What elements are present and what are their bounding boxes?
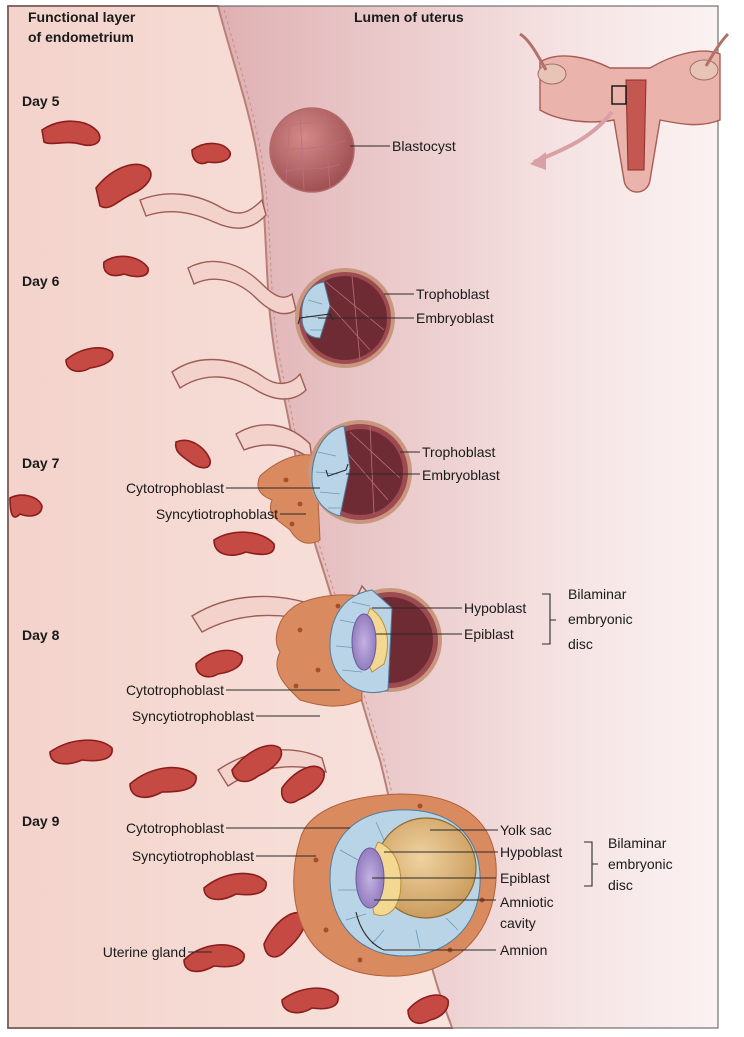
day-label-5: Day 5 bbox=[22, 93, 60, 109]
day-label-7: Day 7 bbox=[22, 455, 60, 471]
label-d8-epiblast: Epiblast bbox=[464, 626, 514, 642]
label-d9-hypoblast: Hypoblast bbox=[500, 844, 562, 860]
label-d7-cytotrophoblast: Cytotrophoblast bbox=[126, 480, 224, 496]
label-d9-epiblast: Epiblast bbox=[500, 870, 550, 886]
svg-text:Bilaminar: Bilaminar bbox=[608, 835, 667, 851]
label-d8-syncytiotrophoblast: Syncytiotrophoblast bbox=[132, 708, 254, 724]
svg-text:disc: disc bbox=[568, 636, 593, 652]
svg-text:embryonic: embryonic bbox=[608, 856, 673, 872]
label-d6-embryoblast: Embryoblast bbox=[416, 310, 494, 326]
label-d9-syncytiotrophoblast: Syncytiotrophoblast bbox=[132, 848, 254, 864]
day-label-6: Day 6 bbox=[22, 273, 60, 289]
day-label-9: Day 9 bbox=[22, 813, 60, 829]
label-d7-embryoblast: Embryoblast bbox=[422, 467, 500, 483]
header-right: Lumen of uterus bbox=[354, 9, 464, 25]
label-uterine-gland: Uterine gland bbox=[103, 944, 186, 960]
blastocyst-day5 bbox=[270, 108, 354, 192]
svg-text:disc: disc bbox=[608, 877, 633, 893]
svg-text:Amniotic: Amniotic bbox=[500, 894, 554, 910]
label-d9-cytotrophoblast: Cytotrophoblast bbox=[126, 820, 224, 836]
label-d7-trophoblast: Trophoblast bbox=[422, 444, 496, 460]
svg-text:cavity: cavity bbox=[500, 915, 536, 931]
label-d9-yolk-sac: Yolk sac bbox=[500, 822, 552, 838]
day-label-8: Day 8 bbox=[22, 627, 60, 643]
label-d8-cytotrophoblast: Cytotrophoblast bbox=[126, 682, 224, 698]
svg-text:embryonic: embryonic bbox=[568, 611, 633, 627]
label-d9-amnion: Amnion bbox=[500, 942, 547, 958]
header-left-line1: Functional layer bbox=[28, 9, 136, 25]
label-d7-syncytiotrophoblast: Syncytiotrophoblast bbox=[156, 506, 278, 522]
svg-text:Bilaminar: Bilaminar bbox=[568, 586, 627, 602]
label-d6-trophoblast: Trophoblast bbox=[416, 286, 490, 302]
header-left-line2: of endometrium bbox=[28, 29, 134, 45]
label-d8-hypoblast: Hypoblast bbox=[464, 600, 526, 616]
label-blastocyst: Blastocyst bbox=[392, 138, 456, 154]
blastocyst-day9 bbox=[294, 794, 497, 976]
